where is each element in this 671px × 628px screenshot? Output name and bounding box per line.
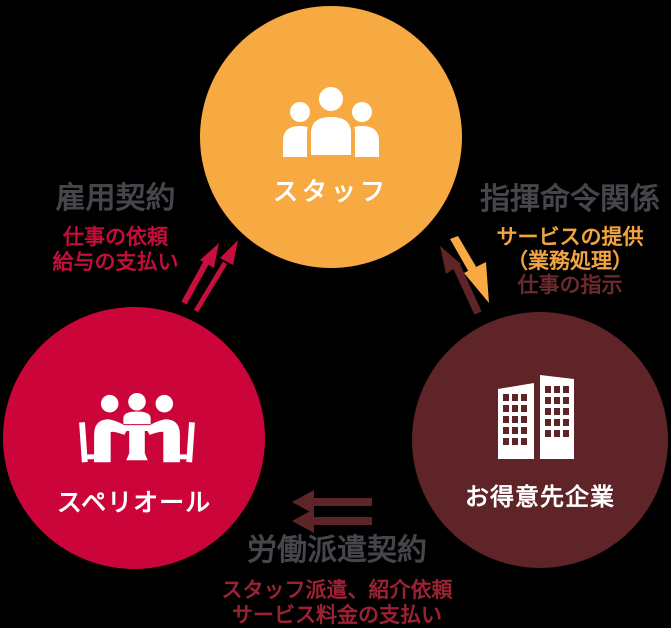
- service-arrow-icon: [450, 236, 489, 303]
- node-client-label: お得意先企業: [465, 482, 615, 511]
- command-relation-title: 指揮命令関係: [480, 182, 660, 217]
- node-staff-label: スタッフ: [272, 177, 389, 206]
- node-superior: スペリオール: [3, 307, 265, 569]
- node-superior-label: スペリオール: [56, 488, 212, 517]
- node-client: お得意先企業: [412, 312, 668, 568]
- employment-detail-line: 給与の支払い: [52, 249, 179, 274]
- employment-double-arrow-icon: [181, 240, 238, 313]
- command-relation-label: 指揮命令関係 サービスの提供 （業務処理） 仕事の指示: [468, 184, 671, 297]
- service-detail-line: （業務処理）: [507, 248, 633, 273]
- dispatch-double-arrow-icon: [292, 490, 372, 533]
- instruction-detail-line: 仕事の指示: [517, 272, 623, 297]
- people-group-icon: [283, 85, 379, 157]
- employment-contract-title: 雇用契約: [55, 181, 176, 216]
- employment-detail-line: 仕事の依頼: [63, 224, 168, 249]
- node-staff: スタッフ: [200, 6, 462, 268]
- instruction-arrow-icon: [440, 246, 482, 315]
- dispatch-contract-title: 労働派遣契約: [247, 533, 427, 568]
- dispatch-detail-line: サービス料金の支払い: [232, 602, 442, 627]
- service-detail-line: サービスの提供: [496, 224, 644, 249]
- meeting-icon: [79, 392, 195, 463]
- dispatch-detail-line: スタッフ派遣、紹介依頼: [221, 577, 453, 602]
- dispatch-contract-label: 労働派遣契約 スタッフ派遣、紹介依頼 サービス料金の支払い: [187, 533, 487, 628]
- employment-contract-label: 雇用契約 仕事の依頼 給与の支払い: [18, 181, 213, 275]
- buildings-icon: [498, 375, 574, 459]
